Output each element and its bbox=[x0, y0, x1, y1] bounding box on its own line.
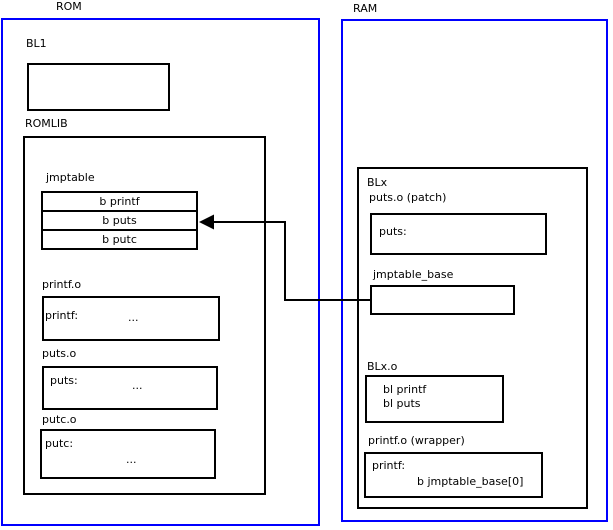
blx-o-line-bl-puts: bl puts bbox=[383, 397, 421, 410]
jmptable-base-label: jmptable_base bbox=[373, 268, 454, 281]
printf-o-box: printf: ... bbox=[42, 296, 220, 341]
bl1-box bbox=[27, 63, 170, 111]
printf-wrapper-label: printf.o (wrapper) bbox=[368, 434, 465, 447]
blx-o-label: BLx.o bbox=[367, 360, 398, 373]
putc-symbol: putc: bbox=[45, 437, 74, 450]
puts-patch-symbol: puts: bbox=[379, 225, 407, 238]
jmptable-base-box bbox=[370, 285, 515, 315]
putc-body-ellipsis: ... bbox=[126, 453, 137, 466]
bl1-label: BL1 bbox=[26, 37, 47, 50]
jmptable-row-putc: b putc bbox=[41, 229, 198, 250]
printf-body-ellipsis: ... bbox=[128, 311, 139, 324]
puts-o-box: puts: ... bbox=[42, 366, 218, 410]
printf-o-label: printf.o bbox=[42, 278, 82, 291]
romlib-label: ROMLIB bbox=[25, 117, 68, 130]
putc-o-box: putc: ... bbox=[40, 429, 216, 479]
puts-symbol: puts: bbox=[50, 374, 78, 387]
puts-body-ellipsis: ... bbox=[132, 379, 143, 392]
printf-wrapper-body: b jmptable_base[0] bbox=[417, 475, 524, 488]
jmptable-row-printf: b printf bbox=[41, 191, 198, 212]
printf-symbol: printf: bbox=[45, 309, 79, 322]
printf-wrapper-symbol: printf: bbox=[372, 459, 406, 472]
puts-patch-label: puts.o (patch) bbox=[369, 191, 447, 204]
puts-o-label: puts.o bbox=[42, 347, 77, 360]
putc-o-label: putc.o bbox=[42, 413, 77, 426]
jmptable-row-puts: b puts bbox=[41, 210, 198, 231]
jmptable-rows: b printf b puts b putc bbox=[41, 191, 198, 250]
rom-region-label: ROM bbox=[56, 0, 82, 13]
ram-region-label: RAM bbox=[353, 2, 378, 15]
blx-o-line-bl-printf: bl printf bbox=[383, 383, 427, 396]
printf-wrapper-box: printf: b jmptable_base[0] bbox=[364, 452, 543, 498]
jmptable-label: jmptable bbox=[46, 171, 95, 184]
blx-o-box: bl printf bl puts bbox=[365, 375, 504, 423]
puts-patch-box: puts: bbox=[370, 213, 547, 255]
blx-label: BLx bbox=[367, 176, 388, 189]
